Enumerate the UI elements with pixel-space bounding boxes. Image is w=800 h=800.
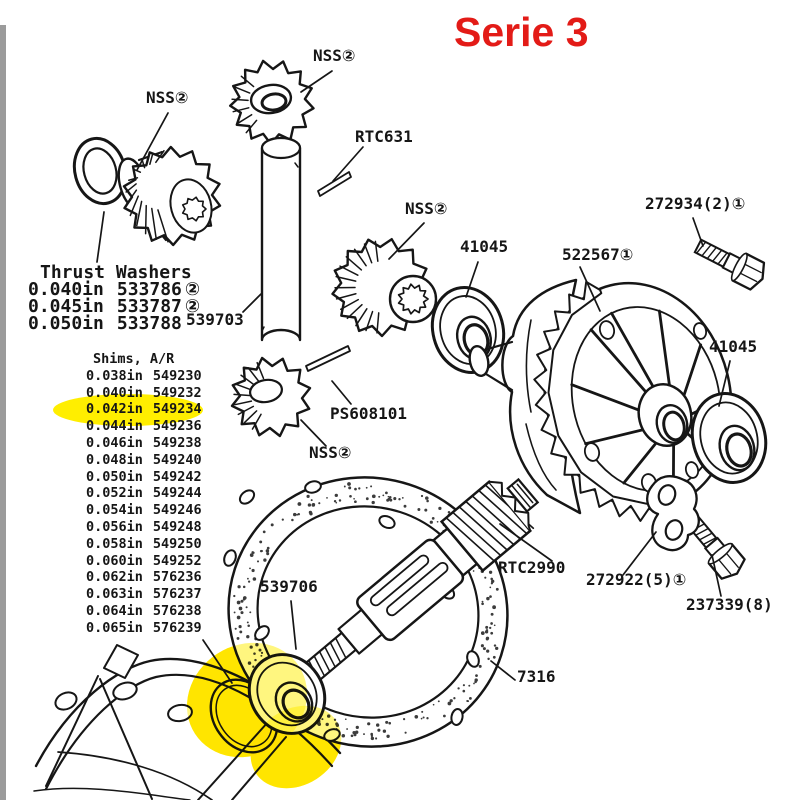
thrust-part: 533787	[116, 296, 182, 317]
shim-row: 0.064in 576238	[86, 603, 202, 620]
thrust-part: 533786	[116, 279, 182, 300]
shim-part: 549232	[152, 384, 202, 401]
shim-part: 576236	[152, 569, 202, 586]
side-gear-assembly	[72, 136, 222, 247]
label-cross-shaft: 539703	[186, 310, 244, 329]
shim-row-highlighted: 0.042in 549234	[86, 401, 202, 418]
differential-case	[468, 278, 733, 522]
shim-size: 0.062in	[86, 569, 143, 586]
highlight-tint	[186, 642, 342, 789]
shim-part: 549236	[152, 418, 202, 435]
shim-part: 549246	[152, 502, 202, 519]
label-nss-top-gear: NSS②	[313, 46, 356, 65]
shim-size: 0.040in	[86, 384, 143, 401]
label-nss-bottom-gear: NSS②	[309, 443, 352, 462]
shim-size: 0.054in	[86, 502, 143, 519]
shim-row: 0.046in 549238	[86, 435, 202, 452]
thrust-washer-row: 0.050in 533788	[28, 313, 200, 334]
thrust-part: 533788	[116, 313, 182, 334]
shim-size: 0.060in	[86, 552, 143, 569]
lock-tab	[646, 475, 700, 552]
label-bearing-center: 41045	[460, 237, 509, 256]
label-bolt-top: 272934(2)①	[645, 194, 746, 213]
shim-part: 576239	[152, 619, 202, 636]
leader-lines	[96, 70, 731, 684]
shim-part: 549244	[152, 485, 202, 502]
label-bearing-right: 41045	[709, 337, 758, 356]
thrust-size: 0.050in	[28, 313, 104, 334]
shim-part: 549248	[152, 518, 202, 535]
shim-row: 0.050in 549242	[86, 469, 202, 486]
label-rtc2990: RTC2990	[498, 558, 566, 577]
shim-part: 549238	[152, 434, 202, 451]
page-edge	[0, 25, 6, 800]
shim-row: 0.040in 549232	[86, 385, 202, 402]
shim-row: 0.052in 549244	[86, 485, 202, 502]
bearing-right	[690, 392, 768, 484]
shim-part: 549240	[152, 451, 202, 468]
label-gasket: 7316	[517, 667, 556, 686]
thrust-qty: ②	[184, 296, 201, 317]
shim-size: 0.058in	[86, 535, 143, 552]
shim-part: 576238	[152, 602, 202, 619]
label-nss-mid-gear: NSS②	[405, 199, 448, 218]
mid-bevel-gear	[331, 238, 438, 338]
shim-size: 0.038in	[86, 367, 143, 384]
bolt-top	[693, 238, 766, 291]
shim-size: 0.050in	[86, 468, 143, 485]
thrust-size: 0.040in	[28, 279, 104, 300]
thrust-qty: ②	[184, 279, 201, 300]
shim-row: 0.063in 576237	[86, 586, 202, 603]
shim-size: 0.056in	[86, 518, 143, 535]
label-ps608101-pin: PS608101	[330, 404, 408, 423]
shim-row: 0.058in 549250	[86, 536, 202, 553]
shim-row: 0.054in 549246	[86, 502, 202, 519]
shim-size: 0.052in	[86, 485, 143, 502]
shim-part: 549242	[152, 468, 202, 485]
shim-part: 576237	[152, 586, 202, 603]
shim-row: 0.065in 576239	[86, 620, 202, 637]
label-bolt-bottom: 237339(8)	[686, 595, 773, 614]
cross-shaft	[260, 136, 302, 342]
label-nss-side-gear: NSS②	[146, 88, 189, 107]
shim-size: 0.044in	[86, 418, 143, 435]
shim-size: 0.048in	[86, 451, 143, 468]
shims-header: Shims, A/R	[93, 351, 175, 367]
shim-row: 0.056in 549248	[86, 519, 202, 536]
page-title: Serie 3	[454, 9, 589, 55]
shim-part: 549252	[152, 552, 202, 569]
thrust-size: 0.045in	[28, 296, 104, 317]
shim-size: 0.063in	[86, 586, 143, 603]
shim-row: 0.048in 549240	[86, 452, 202, 469]
shim-size: 0.064in	[86, 602, 143, 619]
shims-list: Shims, A/R 0.038in 549230 0.040in 549232 0…	[86, 351, 202, 637]
shim-size: 0.042in	[86, 401, 143, 418]
shim-part: 549230	[152, 367, 202, 384]
thrust-washers-header: Thrust Washers	[40, 262, 192, 283]
shim-row: 0.038in 549230	[86, 368, 202, 385]
shim-part: 549234	[152, 401, 202, 418]
axle-housing	[33, 644, 342, 800]
top-pinion-gear	[229, 59, 315, 146]
shim-size: 0.065in	[86, 619, 143, 636]
label-pinion-shaft: 539706	[260, 577, 318, 596]
shim-row: 0.060in 549252	[86, 553, 202, 570]
shim-row: 0.062in 576236	[86, 569, 202, 586]
label-diff-case: 522567①	[562, 245, 634, 264]
label-rtc631-pin: RTC631	[355, 127, 413, 146]
shim-part: 549250	[152, 535, 202, 552]
shim-row: 0.044in 549236	[86, 418, 202, 435]
shim-size: 0.046in	[86, 434, 143, 451]
bottom-pinion-gear	[230, 356, 312, 438]
label-lock-tab: 272922(5)①	[586, 570, 687, 589]
